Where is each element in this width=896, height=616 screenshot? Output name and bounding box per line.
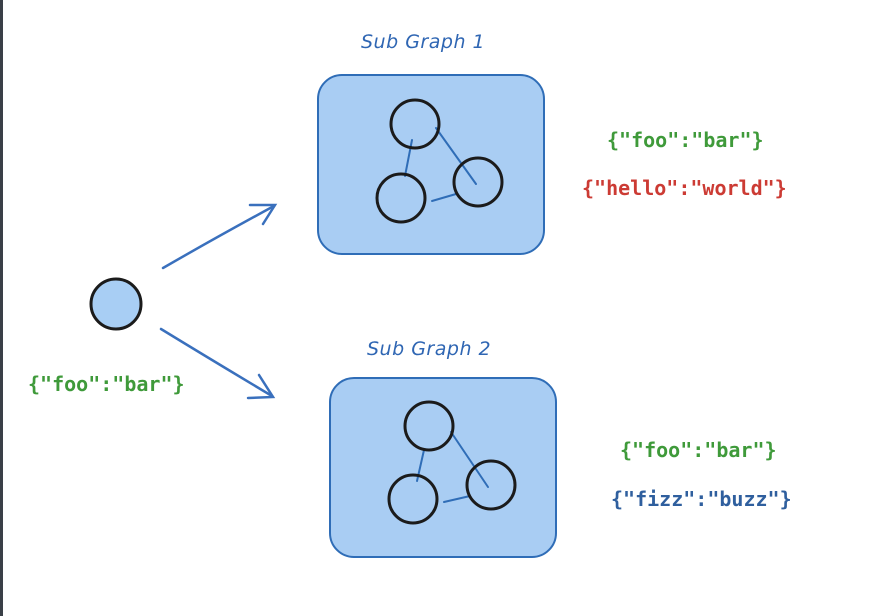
arrow-to-subgraph-1 xyxy=(161,203,278,270)
subgraph-1-title: Sub Graph 1 xyxy=(361,31,486,53)
input-node xyxy=(89,277,143,331)
subgraph-1-edges xyxy=(404,127,477,202)
subgraph-1-node-top xyxy=(389,98,441,150)
subgraph-1-node-left xyxy=(375,172,427,224)
subgraph-2-state-foo: {"foo":"bar"} xyxy=(620,438,777,462)
subgraph-1-node-right xyxy=(452,156,504,208)
subgraph-1-nodes xyxy=(375,98,504,224)
subgraph-2-node-top xyxy=(403,400,455,452)
subgraph-2-title: Sub Graph 2 xyxy=(367,338,492,360)
subgraph-1-state-hello: {"hello":"world"} xyxy=(582,176,787,200)
arrow-to-subgraph-2 xyxy=(159,327,276,400)
subgraph-1-box xyxy=(317,74,545,255)
subgraph-2-box xyxy=(329,377,557,558)
input-state-label: {"foo":"bar"} xyxy=(28,372,185,396)
subgraph-2-node-left xyxy=(387,473,439,525)
subgraph-2-node-right xyxy=(465,459,517,511)
subgraph-2-nodes xyxy=(387,400,517,525)
subgraph-2-state-fizz: {"fizz":"buzz"} xyxy=(611,487,792,511)
subgraph-1-state-foo: {"foo":"bar"} xyxy=(607,128,764,152)
window-edge xyxy=(0,0,3,616)
